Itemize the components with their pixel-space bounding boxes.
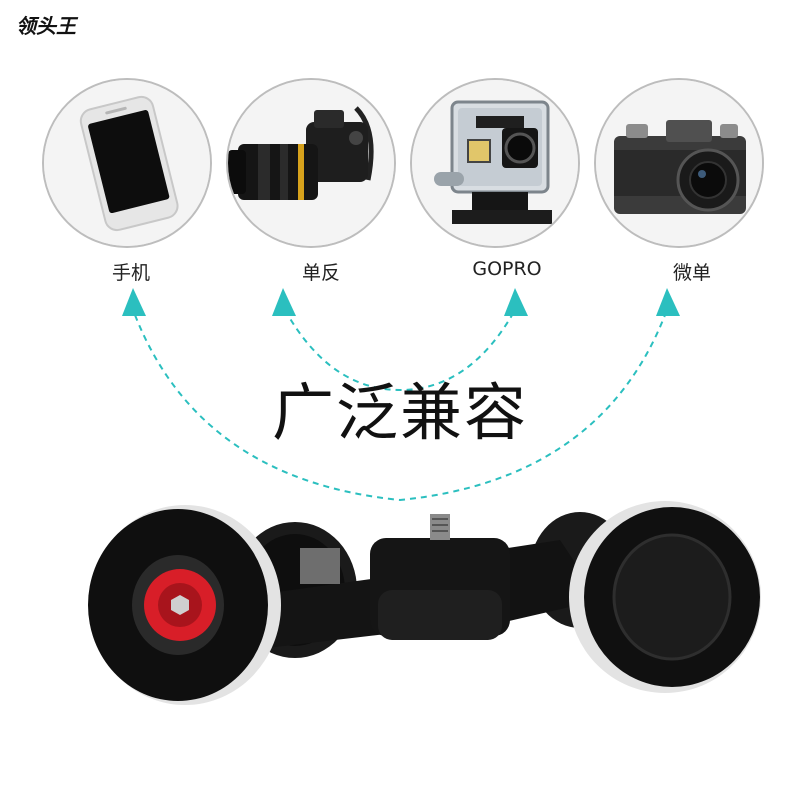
mirrorless-camera-icon <box>596 80 762 246</box>
smartphone-icon <box>44 80 210 246</box>
device-photo-gopro <box>410 78 580 248</box>
brand-logo: 领头王 <box>16 14 76 38</box>
device-photo-mirrorless <box>594 78 764 248</box>
arrow-up-icon <box>272 288 296 316</box>
device-label-mirrorless: 微单 <box>672 262 711 284</box>
device-label-dslr: 单反 <box>301 262 340 284</box>
arrow-up-icon <box>504 288 528 316</box>
arrow-up-icon <box>122 288 146 316</box>
action-camera-icon <box>412 80 578 246</box>
headline: 广泛兼容 <box>271 376 528 449</box>
device-label-gopro: GOPRO <box>472 258 542 280</box>
device-photo-dslr <box>226 78 396 248</box>
device-label-phone: 手机 <box>111 262 150 284</box>
device-photo-phone <box>42 78 212 248</box>
slider-dolly-image <box>88 501 761 705</box>
arrow-up-icon <box>656 288 680 316</box>
dslr-camera-icon <box>228 80 394 246</box>
